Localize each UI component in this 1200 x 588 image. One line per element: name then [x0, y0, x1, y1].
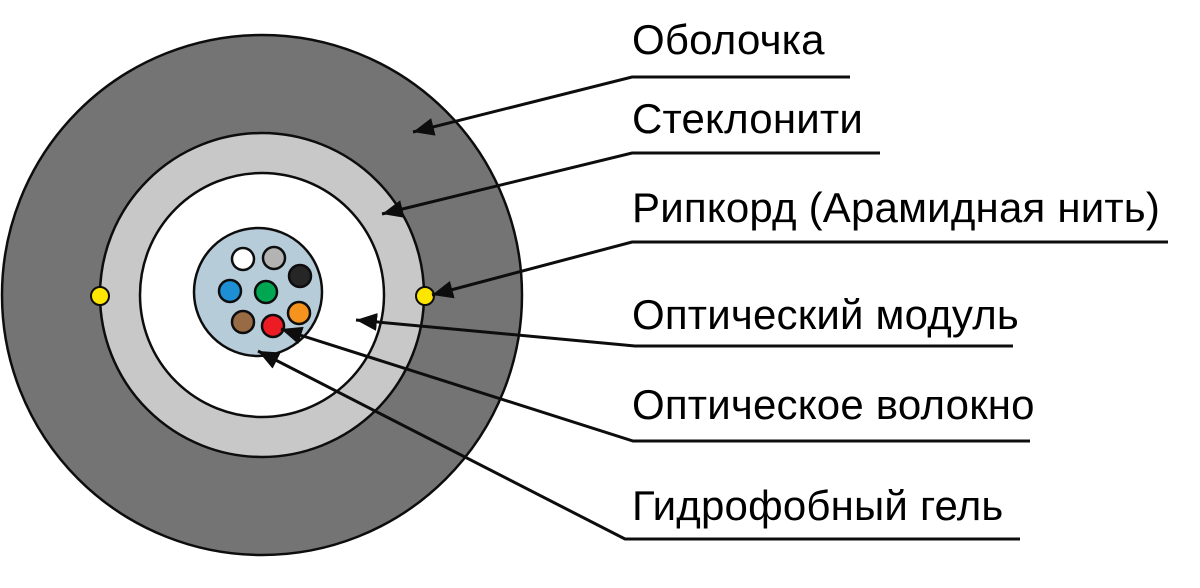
- label-hydrophobic-gel: Гидрофобный гель: [632, 482, 1004, 529]
- fiber-dot-black: [287, 263, 313, 289]
- leader-line-optical-fiber: [280, 326, 1030, 443]
- label-ripcord: Рипкорд (Арамидная нить): [632, 184, 1161, 231]
- label-optical-fiber: Оптическое волокно: [632, 381, 1035, 428]
- fiber-dot-blue: [217, 278, 243, 304]
- leader-line-optical-module: [355, 312, 1013, 348]
- fiber-dot-red: [260, 313, 286, 339]
- fiber-dot-white: [230, 246, 256, 272]
- leader-line-sheath: [412, 75, 850, 136]
- label-glass-yarns: Стеклонити: [632, 95, 863, 142]
- leader-line-glass-yarns: [381, 151, 880, 218]
- fiber-dot-gray: [261, 245, 287, 271]
- ripcord-dot-left: [90, 286, 110, 306]
- leader-line-ripcord: [431, 240, 1168, 299]
- label-optical-module: Оптический модуль: [632, 291, 1019, 338]
- fiber-dot-brown: [230, 309, 256, 335]
- fiber-dot-orange: [286, 300, 312, 326]
- label-sheath: Оболочка: [632, 16, 825, 63]
- fiber-dot-green: [253, 279, 279, 305]
- ripcord-dot-right: [415, 286, 435, 306]
- leader-line-hydrophobic-gel: [257, 349, 1020, 541]
